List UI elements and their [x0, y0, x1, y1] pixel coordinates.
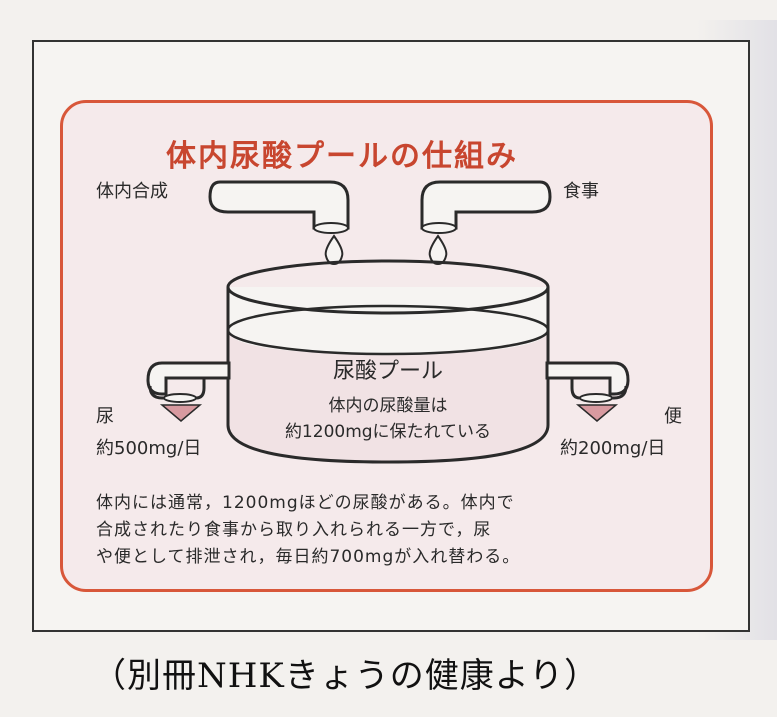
- diet-pipe-mouth: [421, 222, 457, 234]
- synthesis-pipe: [208, 180, 350, 230]
- synthesis-label: 体内合成: [96, 181, 168, 202]
- pool-pot-outline: [226, 287, 550, 464]
- urine-pipe-outlet: [163, 393, 197, 403]
- urine-amount: 約500mg/日: [96, 438, 202, 459]
- pool-line2: 約1200mgに保たれている: [285, 422, 491, 442]
- pool-line1: 体内の尿酸量は: [329, 396, 448, 416]
- stool-pipe-outlet: [579, 393, 613, 403]
- urine-drop: [159, 404, 203, 422]
- source-credit: （別冊NHKきょうの健康より）: [92, 656, 600, 696]
- diagram-caption: 体内には通常，1200mgほどの尿酸がある。体内で 合成されたり食事から取り入れ…: [96, 490, 696, 571]
- diet-label: 食事: [563, 181, 599, 202]
- pool-water: [228, 330, 548, 462]
- caption-line-2: 合成されたり食事から取り入れられる一方で，尿: [96, 520, 492, 540]
- pool-label: 尿酸プール: [333, 359, 443, 384]
- urine-pipe: [146, 361, 231, 396]
- synthesis-pipe-mouth: [313, 222, 349, 234]
- diagram-title: 体内尿酸プールの仕組み: [166, 139, 518, 174]
- caption-line-3: や便として排泄され，毎日約700mgが入れ替わる。: [96, 547, 521, 567]
- stool-drop: [575, 404, 619, 422]
- urine-label: 尿: [96, 406, 114, 427]
- diet-pipe: [420, 180, 552, 230]
- stool-amount: 約200mg/日: [560, 438, 666, 459]
- stool-label: 便: [664, 406, 682, 427]
- stool-pipe: [545, 361, 630, 396]
- synthesis-drop: [324, 234, 344, 266]
- diet-drop: [428, 234, 448, 266]
- pool-pot-rim: [226, 259, 550, 315]
- caption-line-1: 体内には通常，1200mgほどの尿酸がある。体内で: [96, 493, 515, 513]
